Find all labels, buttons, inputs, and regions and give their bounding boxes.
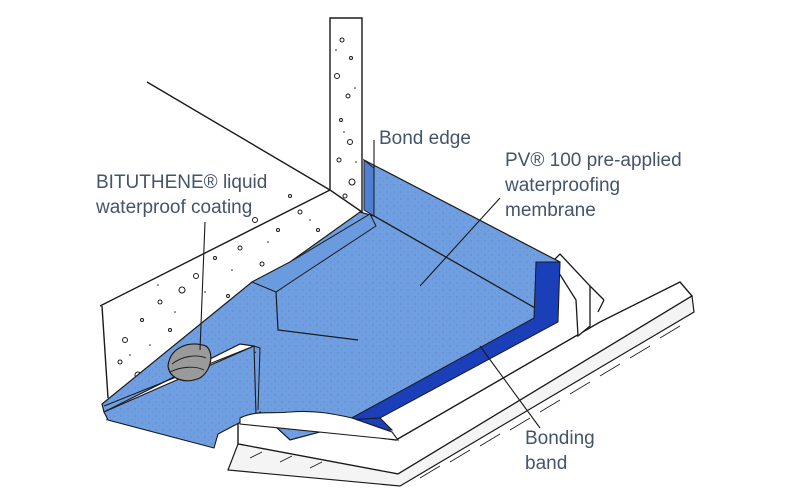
bituthene-label-line-2: waterproof coating (96, 197, 253, 218)
liquid-coating-blob (167, 343, 212, 382)
torn-membrane-edge (239, 410, 400, 441)
soil-hatching (249, 325, 681, 479)
leader-lines (199, 140, 541, 429)
pv100-label: PV® 100 pre-applied waterproofing membra… (505, 148, 682, 223)
bonding-band-label-line-1: Bonding (525, 428, 595, 449)
pv100-label-line-1: PV® 100 pre-applied (505, 150, 682, 171)
bond-edge-label-line-1: Bond edge (379, 128, 471, 149)
bonding-band-label: Bonding band (525, 426, 595, 476)
concrete-speckles (117, 37, 356, 379)
back-wall (99, 81, 360, 399)
pv100-label-line-2: waterproofing (505, 175, 621, 196)
concrete-column (329, 17, 363, 214)
slab-edge (227, 281, 695, 487)
pv100-label-line-3: membrane (505, 200, 596, 221)
bonding-band-label-line-2: band (525, 453, 568, 474)
membrane-floor (101, 211, 558, 449)
bituthene-label-line-1: BITUTHENE® liquid (96, 172, 268, 193)
bituthene-label: BITUTHENE® liquid waterproof coating (96, 170, 267, 220)
bond-edge-label: Bond edge (379, 126, 471, 151)
